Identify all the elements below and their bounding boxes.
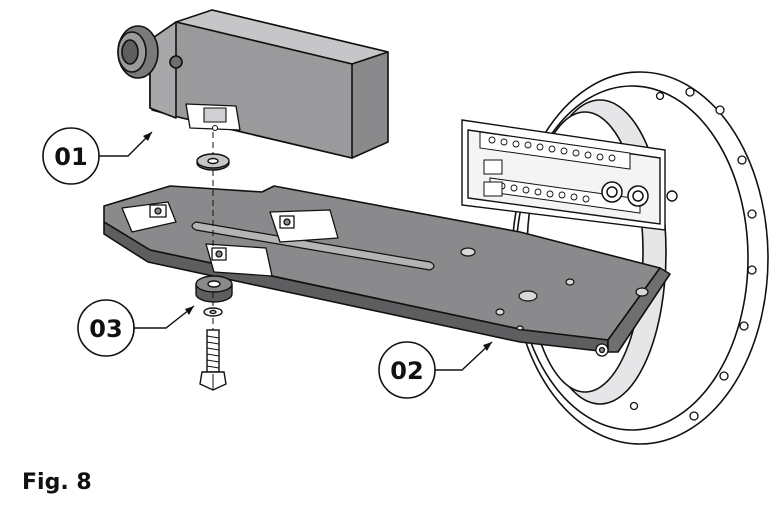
fixing-parts	[195, 275, 233, 391]
bracket-screw	[595, 343, 609, 357]
camera-housing	[117, 9, 389, 159]
bracket-holes	[460, 247, 649, 331]
washer-top	[196, 153, 230, 171]
terminal-board	[461, 119, 678, 231]
callout-03-label: 03	[89, 315, 122, 343]
callout-02-label: 02	[390, 357, 423, 385]
callout-01-label: 01	[54, 143, 87, 171]
callout-03: 03	[77, 299, 195, 357]
mounting-bracket	[103, 185, 671, 357]
terminal-screws	[488, 136, 616, 203]
figure-caption: Fig. 8	[22, 470, 92, 495]
cable-glands	[601, 181, 649, 207]
camera-lens	[117, 25, 159, 79]
bracket-clamps	[121, 201, 339, 277]
callout-02: 02	[378, 341, 493, 399]
flange-bolt-holes	[629, 87, 757, 421]
callout-01: 01	[42, 127, 153, 185]
